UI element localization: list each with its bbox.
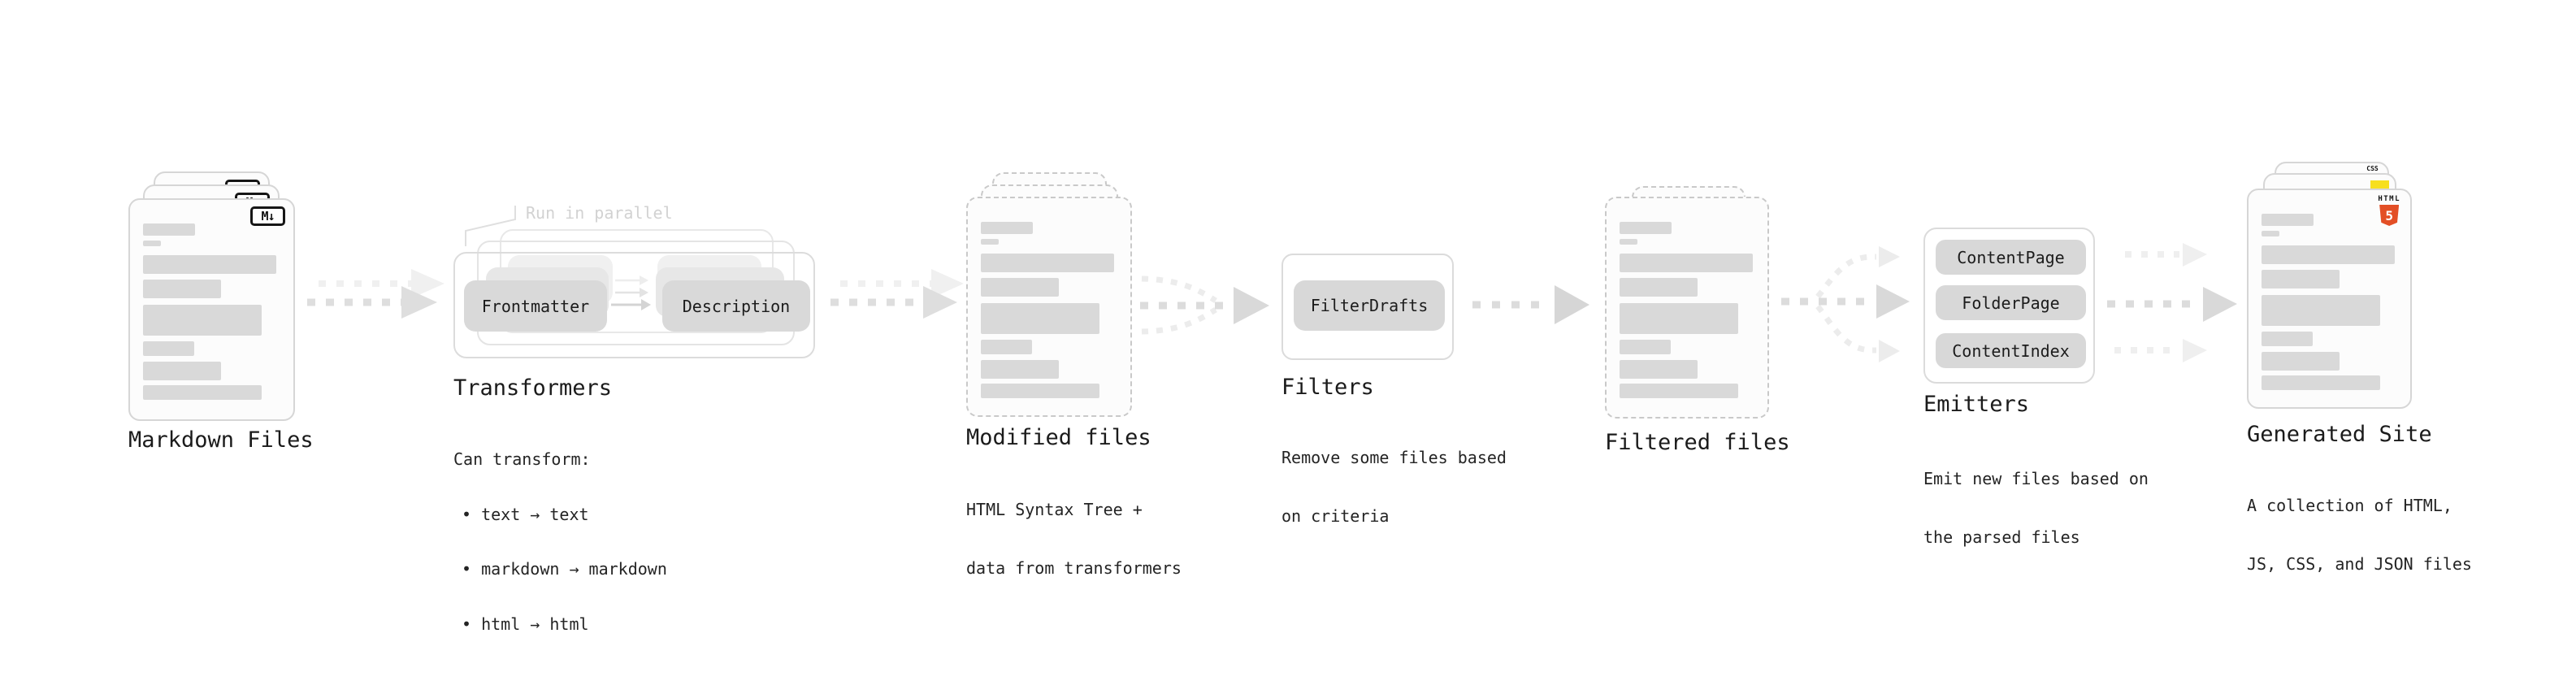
emitters-title: Emitters (1923, 392, 2030, 417)
placeholder-line (2262, 352, 2340, 371)
placeholder-line (981, 254, 1114, 272)
transformers-note: Can transform: • text → text • markdown … (453, 414, 667, 670)
arrow-markdown-to-transformers (307, 269, 445, 319)
arrow-transformers-to-modified (830, 269, 964, 319)
placeholder-line (1620, 278, 1698, 297)
placeholder-line (981, 222, 1033, 234)
document-placeholder-lines (2262, 214, 2395, 390)
note-heading: Can transform: (453, 449, 591, 469)
placeholder-line (981, 239, 999, 245)
frontmatter-box: Frontmatter (464, 280, 607, 332)
placeholder-line (143, 362, 221, 380)
placeholder-line (2262, 332, 2313, 346)
note-bullet: • text → text (462, 504, 589, 524)
placeholder-line (981, 384, 1099, 398)
site-file-card-html: HTML 5 (2247, 189, 2412, 409)
note-bullet: • html → html (462, 614, 589, 634)
placeholder-line (143, 241, 161, 246)
placeholder-line (2262, 214, 2314, 226)
document-placeholder-lines (143, 223, 276, 400)
arrow-modified-to-filters-merge (1140, 275, 1269, 335)
placeholder-line (1620, 254, 1753, 272)
placeholder-line (2262, 270, 2340, 288)
contentindex-box: ContentIndex (1936, 333, 2086, 368)
javascript-icon (2370, 180, 2389, 191)
transformer-layer-front: Frontmatter Description (453, 252, 815, 358)
description-box: Description (662, 280, 810, 332)
html5-icon: HTML 5 (2378, 196, 2400, 226)
markdown-file-card-front: M↓ (128, 198, 295, 421)
filterdrafts-box: FilterDrafts (1294, 280, 1445, 331)
markdown-files-title: Markdown Files (128, 427, 314, 453)
modified-files-subtitle: HTML Syntax Tree + data from transformer… (966, 500, 1182, 578)
arrow-filters-to-filtered (1472, 285, 1589, 324)
filters-subtitle: Remove some files based on criteria (1281, 448, 1507, 526)
emitters-subtitle: Emit new files based on the parsed files (1923, 469, 2149, 547)
document-placeholder-lines (981, 222, 1114, 398)
placeholder-line (1620, 239, 1637, 245)
placeholder-line (981, 360, 1059, 379)
placeholder-line (143, 280, 221, 298)
filtered-files-title: Filtered files (1605, 430, 1790, 455)
placeholder-line (2262, 295, 2380, 326)
placeholder-line (981, 340, 1032, 354)
document-placeholder-lines (1620, 222, 1753, 398)
placeholder-line (143, 255, 276, 274)
placeholder-line (143, 385, 262, 400)
placeholder-line (1620, 303, 1738, 334)
placeholder-line (2262, 375, 2380, 390)
placeholder-line (143, 305, 262, 336)
filtered-file-card-front (1605, 197, 1769, 419)
placeholder-line (1620, 384, 1738, 398)
generated-site-subtitle: A collection of HTML, JS, CSS, and JSON … (2247, 496, 2472, 574)
placeholder-line (981, 278, 1059, 297)
transformers-title: Transformers (453, 375, 613, 401)
placeholder-line (1620, 360, 1698, 379)
generated-site-title: Generated Site (2247, 422, 2432, 447)
modified-files-title: Modified files (966, 425, 1151, 450)
placeholder-line (1620, 222, 1672, 234)
contentpage-box: ContentPage (1936, 240, 2086, 275)
emitters-panel: ContentPage FolderPage ContentIndex (1923, 228, 2095, 384)
run-in-parallel-label: Run in parallel (526, 203, 673, 223)
placeholder-line (1620, 340, 1671, 354)
arrow-filtered-to-emitters-fork (1781, 246, 1910, 362)
placeholder-line (981, 303, 1099, 334)
markdown-icon: M↓ (250, 206, 285, 226)
placeholder-line (2262, 231, 2279, 236)
arrows-emitters-to-site (2107, 243, 2237, 362)
filters-panel: FilterDrafts (1281, 254, 1454, 360)
placeholder-line (143, 223, 195, 236)
folderpage-box: FolderPage (1936, 285, 2086, 320)
placeholder-line (2262, 245, 2395, 264)
placeholder-line (143, 341, 194, 356)
filters-title: Filters (1281, 375, 1374, 400)
modified-file-card-front (966, 197, 1132, 417)
note-bullet: • markdown → markdown (462, 559, 667, 579)
